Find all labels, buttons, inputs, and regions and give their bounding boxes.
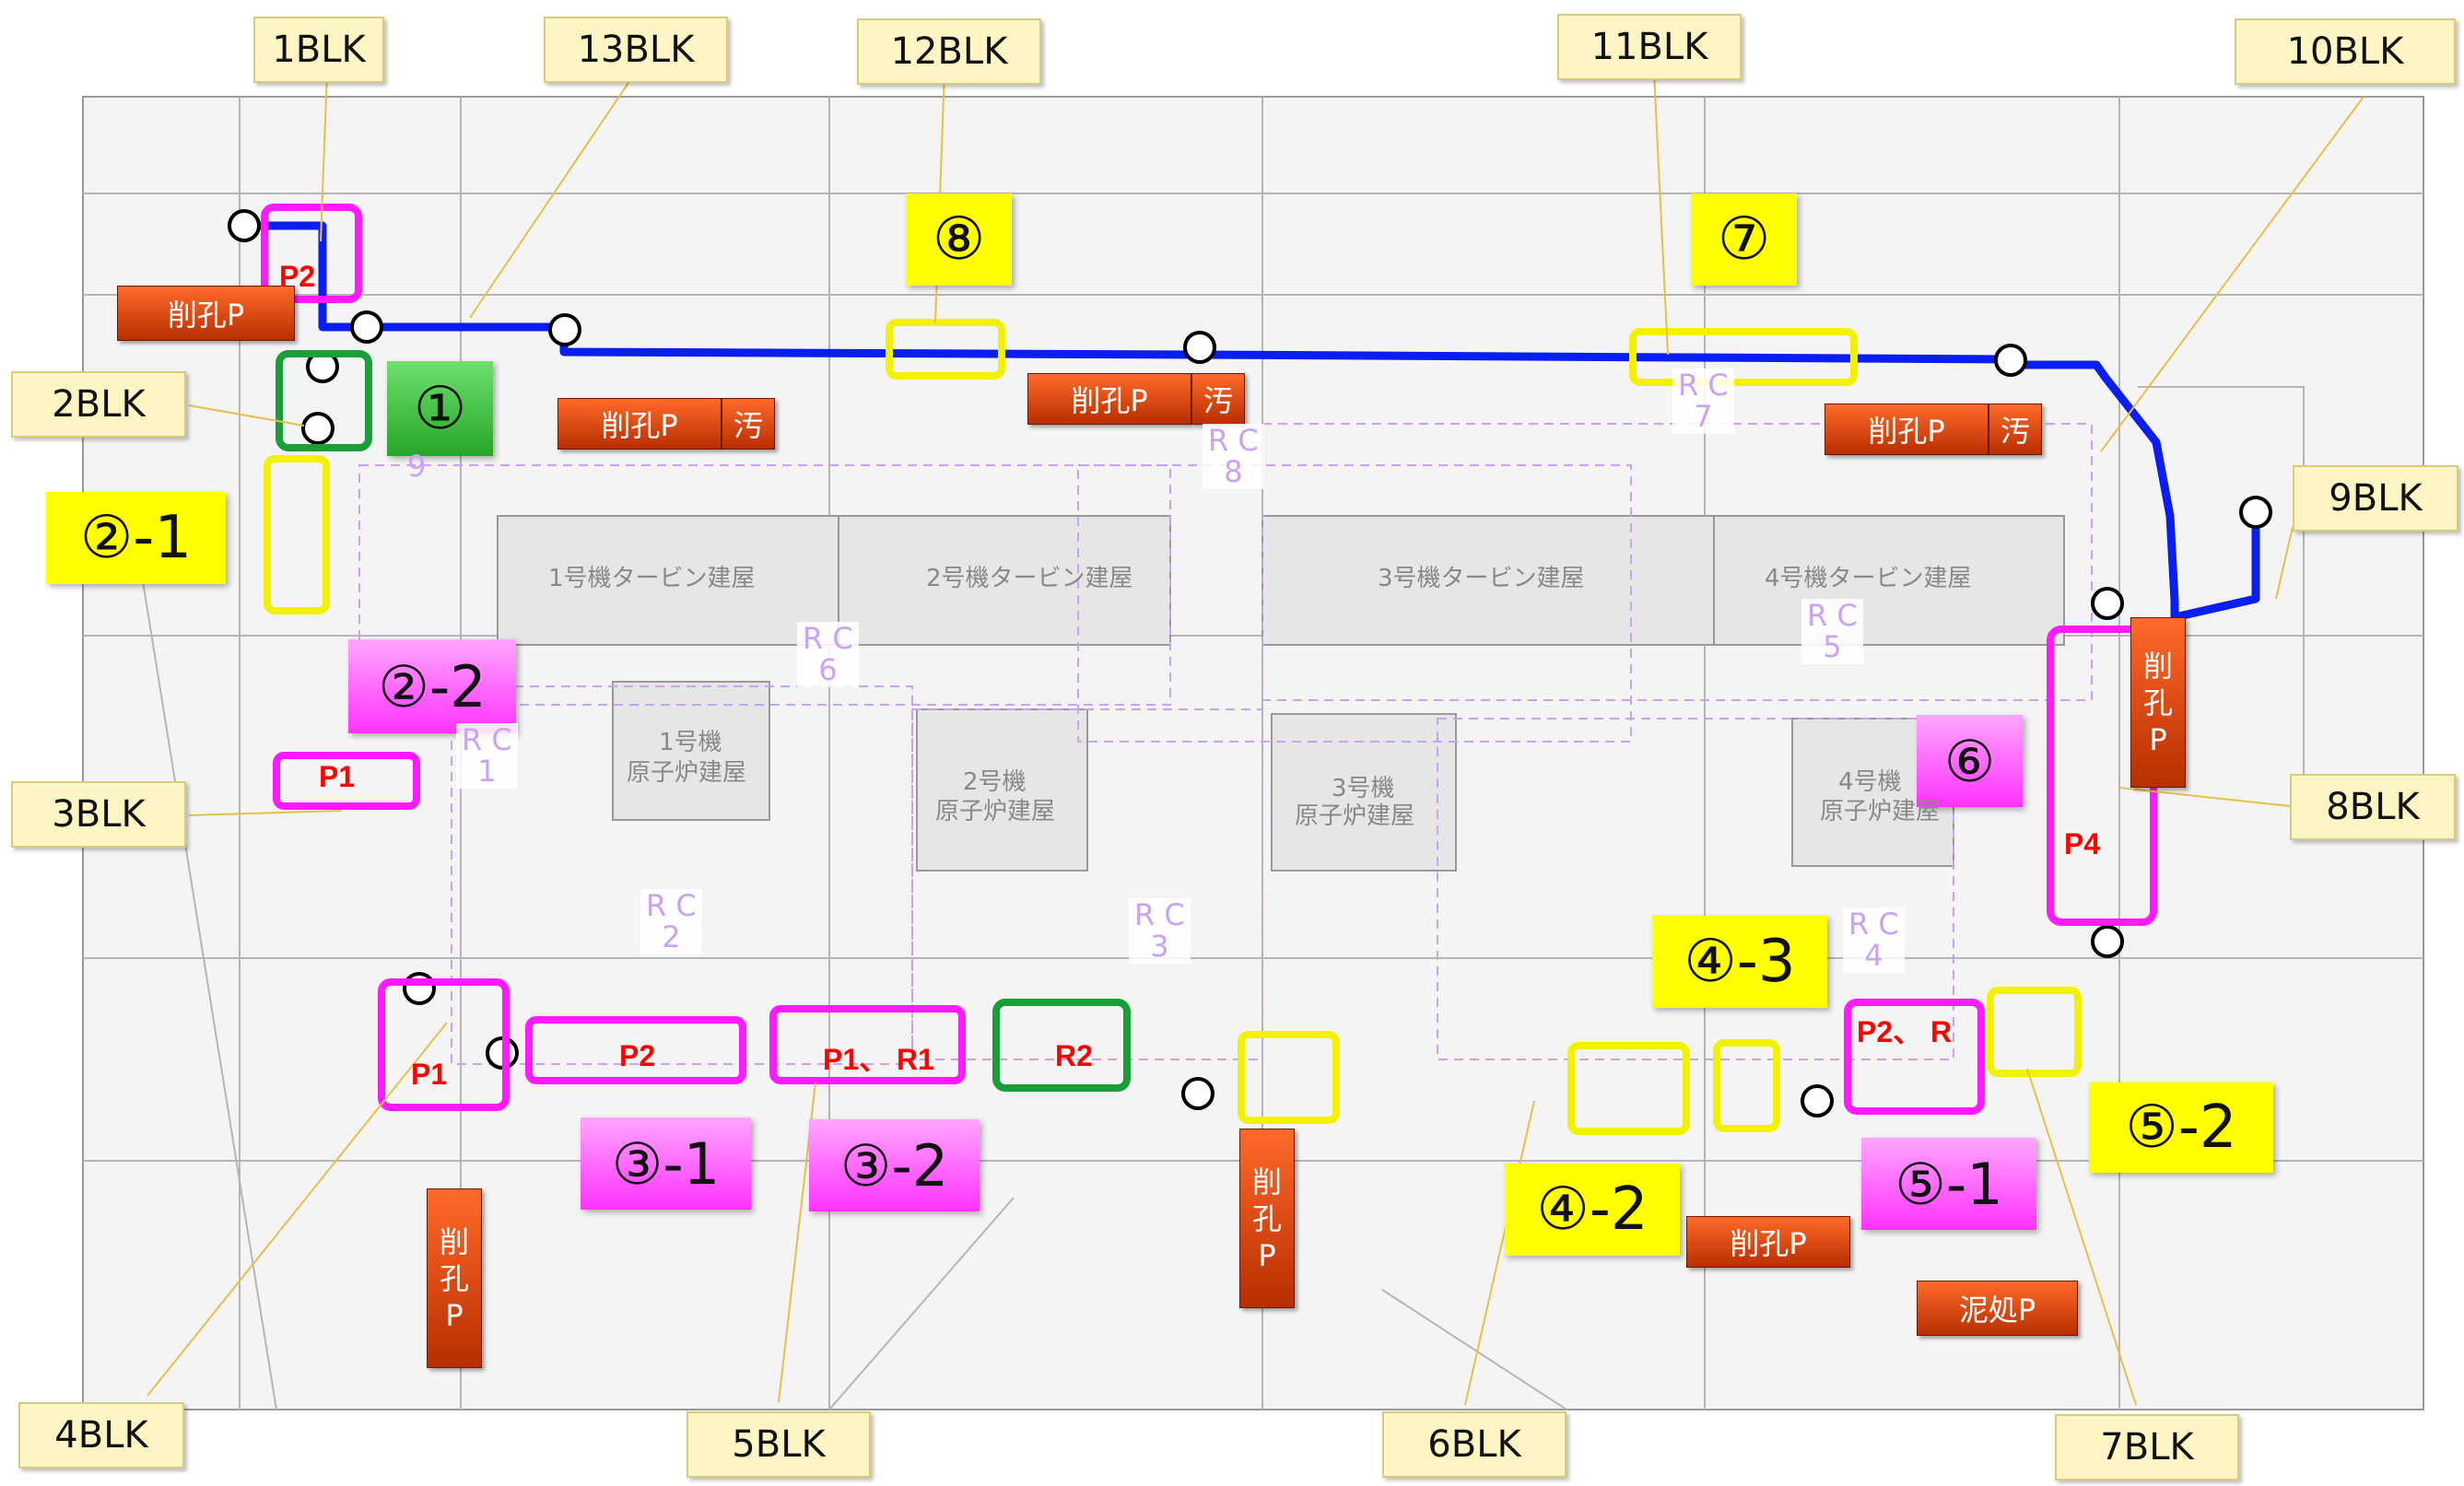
- node: [2091, 587, 2124, 620]
- pump-char: P: [1258, 1237, 1276, 1273]
- area-label-1: ①: [387, 361, 493, 456]
- leader-lines: [147, 71, 2364, 1406]
- block-label-6: 6BLK: [1382, 1411, 1566, 1478]
- waste-pump-label: 汚: [1989, 404, 2042, 455]
- turbine-building-label: 4号機タービン建屋: [1765, 565, 1972, 592]
- drill-pump-label: 削孔P: [1686, 1216, 1850, 1268]
- plan-linework: [83, 97, 2423, 1410]
- segment-code: P2: [619, 1039, 656, 1072]
- block-label-10: 10BLK: [2235, 18, 2456, 85]
- drill-pump-vertical: 削 孔 P: [1239, 1129, 1295, 1308]
- turbine-building-label: 3号機タービン建屋: [1378, 565, 1585, 592]
- waste-pump-label: 汚: [1191, 373, 1245, 425]
- node: [2239, 496, 2272, 529]
- green-highlights: [276, 350, 1131, 1092]
- node: [2091, 925, 2124, 958]
- area-label-3-1: ③-1: [581, 1117, 751, 1210]
- node: [1183, 331, 1216, 364]
- reactor-building-label: 原子炉建屋: [1820, 798, 1941, 825]
- pump-char: P: [445, 1297, 463, 1333]
- area-label-5-1: ⑤-1: [1861, 1138, 2036, 1230]
- mud-pump-label: 泥処P: [1917, 1281, 2078, 1336]
- pump-char: 孔: [439, 1260, 469, 1296]
- route-nodes: [228, 209, 2272, 1117]
- node: [350, 310, 383, 344]
- reactor-building-label: 1号機: [659, 729, 722, 756]
- pump-char: P: [2149, 721, 2167, 757]
- magenta-highlights: [261, 204, 2157, 1115]
- drill-pump-label: 削孔P: [117, 286, 295, 341]
- area-label-8: ⑧: [906, 193, 1012, 286]
- segment-code: P1: [411, 1058, 448, 1091]
- block-label-2: 2BLK: [11, 371, 186, 438]
- node: [548, 313, 581, 346]
- node: [301, 412, 334, 445]
- block-label-1: 1BLK: [253, 17, 384, 83]
- reactor-building-label: 3号機: [1332, 775, 1395, 802]
- segment-code: P1、 R1: [823, 1043, 934, 1076]
- block-label-5: 5BLK: [686, 1411, 871, 1478]
- drill-pump-vertical: 削 孔 P: [2130, 617, 2186, 788]
- drill-pump-label: 削孔P: [1027, 373, 1191, 425]
- turbine-building-label: 2号機タービン建屋: [926, 565, 1133, 592]
- node: [1994, 344, 2027, 377]
- block-label-7: 7BLK: [2055, 1414, 2239, 1480]
- reactor-building-label: 原子炉建屋: [1295, 802, 1415, 830]
- reactor-building-label: 2号機: [963, 768, 1027, 796]
- waste-pump-label: 汚: [722, 398, 775, 450]
- drill-pump-vertical: 削 孔 P: [427, 1188, 482, 1368]
- block-label-12: 12BLK: [857, 18, 1041, 85]
- pump-char: 孔: [2142, 684, 2173, 720]
- block-label-9: 9BLK: [2293, 465, 2458, 532]
- drill-pump-label: 削孔P: [557, 398, 722, 450]
- rc-zone-label: 9: [407, 449, 427, 484]
- segment-code: P2、 R: [1857, 1015, 1953, 1048]
- block-label-11: 11BLK: [1557, 14, 1742, 80]
- area-label-2-2: ②-2: [348, 639, 516, 733]
- drill-pump-label: 削孔P: [1825, 404, 1989, 455]
- segment-code: R2: [1055, 1039, 1093, 1072]
- rc-zone-boundaries: [358, 423, 2093, 1065]
- node: [403, 972, 436, 1005]
- yellow-highlights: [264, 319, 2082, 1135]
- pump-char: 孔: [1251, 1200, 1282, 1236]
- segment-code: P2: [279, 260, 316, 293]
- reactor-building-label: 原子炉建屋: [935, 798, 1056, 825]
- node: [1801, 1084, 1834, 1117]
- area-label-5-2: ⑤-2: [2089, 1082, 2273, 1173]
- block-label-13: 13BLK: [544, 17, 728, 83]
- node: [228, 209, 261, 242]
- block-label-3: 3BLK: [11, 781, 186, 848]
- turbine-buildings: [497, 515, 2065, 646]
- pump-char: 削: [2142, 648, 2173, 684]
- pump-char: 削: [1251, 1164, 1282, 1199]
- area-label-7: ⑦: [1691, 193, 1797, 286]
- segment-code: P1: [319, 760, 356, 793]
- block-label-8: 8BLK: [2290, 774, 2456, 840]
- pump-char: 削: [439, 1223, 469, 1259]
- area-label-4-2: ④-2: [1505, 1164, 1680, 1256]
- turbine-building-label: 1号機タービン建屋: [548, 565, 756, 592]
- block-label-4: 4BLK: [18, 1402, 184, 1468]
- area-label-3-2: ③-2: [809, 1119, 980, 1211]
- area-label-2-1: ②-1: [46, 492, 226, 584]
- segment-code: P4: [2064, 827, 2101, 860]
- reactor-building-label: 4号機: [1838, 768, 1902, 796]
- node: [1181, 1077, 1214, 1110]
- area-label-6: ⑥: [1917, 715, 2023, 807]
- area-label-4-3: ④-3: [1652, 916, 1827, 1008]
- reactor-building-label: 原子炉建屋: [627, 759, 747, 787]
